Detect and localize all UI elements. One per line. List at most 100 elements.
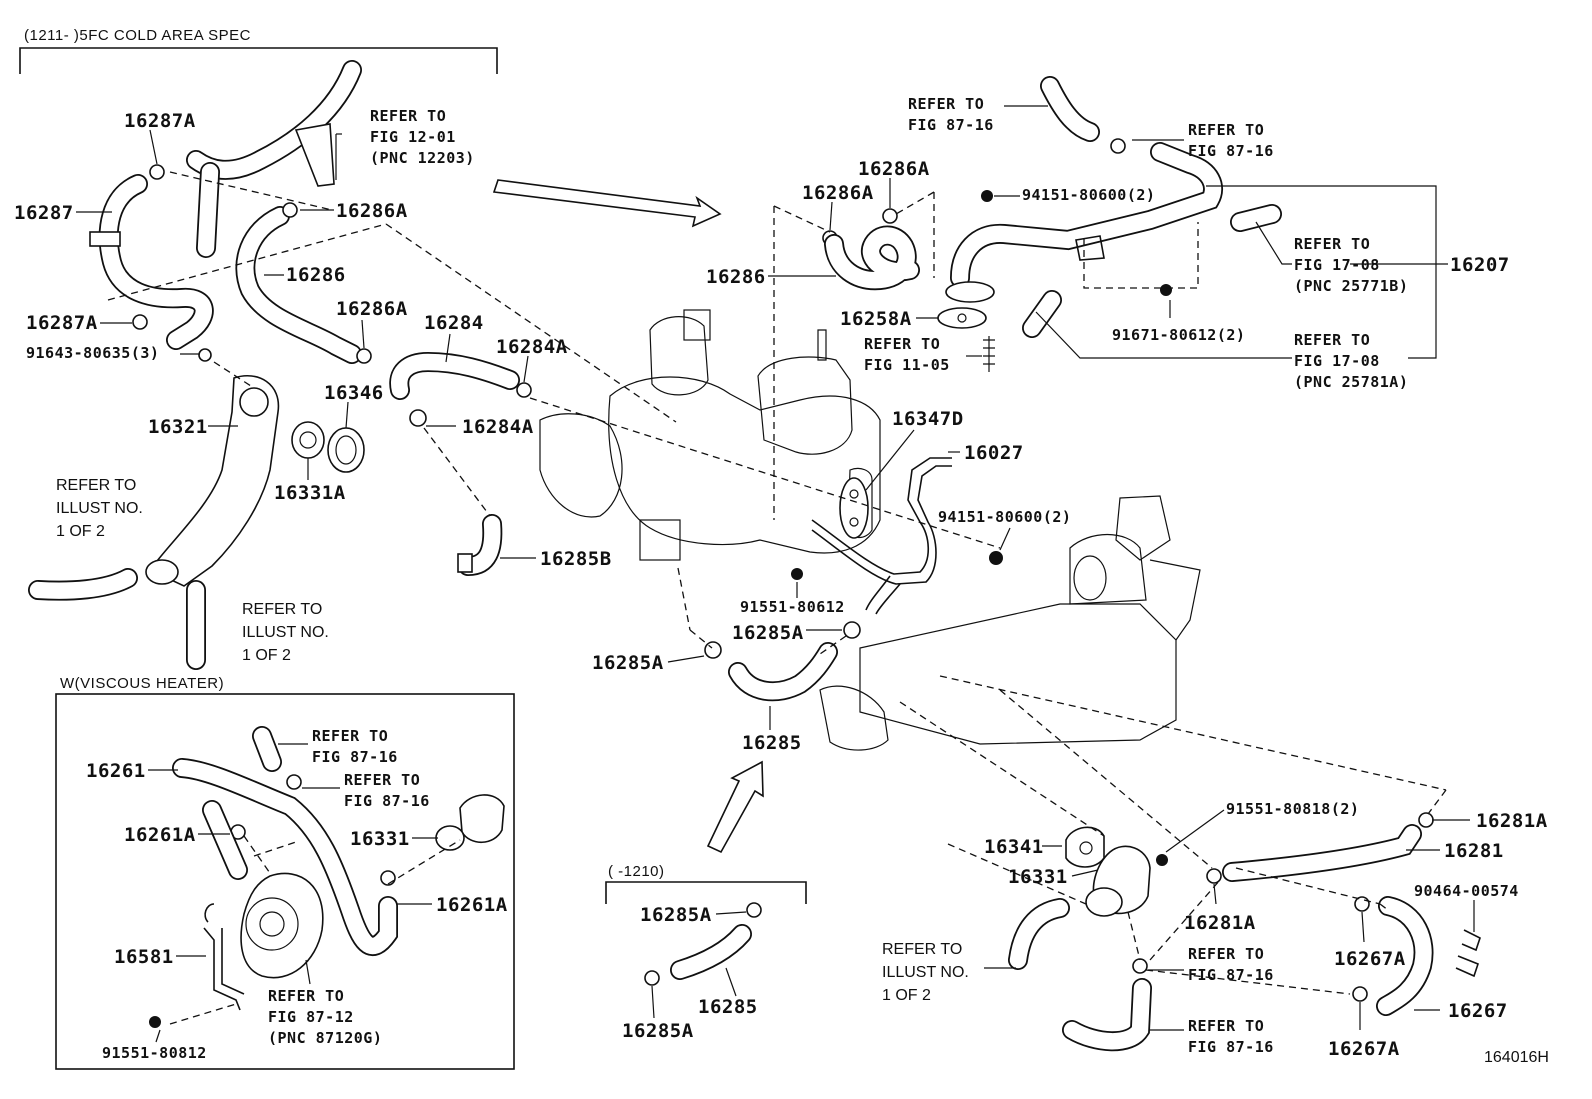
callout-94151-80600-mid: 94151-80600(2)	[938, 508, 1072, 526]
callout-16287A-bottom: 16287A	[26, 312, 98, 334]
callout-16331-heater: 16331	[350, 828, 410, 850]
callout-16261A-left: 16261A	[124, 824, 196, 846]
callout-16281A-bottom: 16281A	[1184, 912, 1256, 934]
callout-16285-small: 16285	[698, 996, 758, 1018]
prior-header: ( -1210)	[608, 863, 665, 880]
gasket-16347d	[839, 477, 869, 539]
callout-16281: 16281	[1444, 840, 1504, 862]
ref-fig-87-16-a: REFER TO FIG 87-16	[908, 95, 994, 134]
callout-16331A: 16331A	[274, 482, 346, 504]
illust-right: REFER TO ILLUST NO. 1 OF 2	[882, 941, 969, 1004]
callout-16286-right: 16286	[706, 266, 766, 288]
callout-94151-80600-top: 94151-80600(2)	[1022, 186, 1156, 204]
callout-16581: 16581	[114, 946, 174, 968]
callout-16285A-small-bottom: 16285A	[622, 1020, 694, 1042]
hose-16285-small	[670, 924, 752, 980]
hose-16284	[389, 351, 520, 400]
viscous-heater-unit	[240, 872, 324, 979]
pipe-16207	[945, 76, 1282, 338]
hose-16285-main	[728, 642, 838, 702]
leader-lines	[76, 105, 1475, 1043]
gasket-16346	[327, 427, 365, 473]
callout-16285A-small-top: 16285A	[640, 904, 712, 926]
callout-16286A-left: 16286A	[336, 200, 408, 222]
hose-illust-left-1	[28, 568, 138, 601]
arrow-upper	[492, 179, 722, 228]
callout-16284: 16284	[424, 312, 484, 334]
hose-16286-left	[235, 206, 362, 364]
callout-16284A-bottom: 16284A	[462, 416, 534, 438]
callout-16258A: 16258A	[840, 308, 912, 330]
dashed-lines	[107, 171, 1447, 1025]
callout-16285A-left: 16285A	[592, 652, 664, 674]
pipe-16285b	[457, 514, 503, 576]
callout-16331-right: 16331	[1008, 866, 1068, 888]
ref-fig-12-01: REFER TO FIG 12-01 (PNC 12203)	[370, 107, 475, 167]
callout-90464-00574: 90464-00574	[1414, 882, 1519, 900]
callout-16207: 16207	[1450, 254, 1510, 276]
ref-right-87-16-b: REFER TO FIG 87-16	[1188, 1017, 1274, 1056]
prior-bracket	[605, 881, 807, 904]
ref-fig-87-12: REFER TO FIG 87-12 (PNC 87120G)	[268, 987, 383, 1047]
arrow-lower	[706, 760, 764, 854]
ref-right-87-16-a: REFER TO FIG 87-16	[1188, 945, 1274, 984]
hose-16287	[89, 174, 214, 350]
hose-16286-right	[824, 225, 920, 291]
callout-16285A-upper: 16285A	[732, 622, 804, 644]
cold-area-bracket	[19, 47, 498, 74]
callout-16285-main: 16285	[742, 732, 802, 754]
clip-90464	[1455, 929, 1481, 978]
callout-16281A-top: 16281A	[1476, 810, 1548, 832]
callout-16267A-top: 16267A	[1334, 948, 1406, 970]
callout-16261: 16261	[86, 760, 146, 782]
callout-16267: 16267	[1448, 1000, 1508, 1022]
illust-left-1: REFER TO ILLUST NO. 1 OF 2	[56, 477, 143, 540]
callout-91551-80818: 91551-80818(2)	[1226, 800, 1360, 818]
callout-16286-left: 16286	[286, 264, 346, 286]
water-outlet-16331-heater	[435, 794, 505, 851]
hose-16261	[172, 726, 398, 956]
hose-16281	[1222, 824, 1422, 882]
callout-16027: 16027	[964, 442, 1024, 464]
gasket-16258a	[937, 307, 987, 329]
water-outlet-16331-right	[1085, 845, 1151, 917]
callout-16341: 16341	[984, 836, 1044, 858]
viscous-heater-box	[55, 693, 515, 1070]
callout-16286A-mid: 16286A	[336, 298, 408, 320]
bolts	[149, 190, 1172, 1028]
ref-fig-87-16-b: REFER TO FIG 87-16	[1188, 121, 1274, 160]
ref-fig-11-05: REFER TO FIG 11-05	[864, 335, 950, 374]
ref-heater-87-16-b: REFER TO FIG 87-16	[344, 771, 430, 810]
hose-16267	[1376, 896, 1434, 1016]
callout-16285B: 16285B	[540, 548, 612, 570]
engine-block	[539, 309, 881, 561]
ref-fig-17-08-b: REFER TO FIG 17-08 (PNC 25781A)	[1294, 331, 1409, 391]
callout-16346: 16346	[324, 382, 384, 404]
gasket-16341	[1065, 826, 1105, 868]
water-outlet-pipe-16207-left	[186, 60, 362, 258]
callout-16267A-bottom: 16267A	[1328, 1038, 1400, 1060]
water-inlet-16321	[145, 374, 280, 587]
callout-16261A-right: 16261A	[436, 894, 508, 916]
callout-16321: 16321	[148, 416, 208, 438]
callout-16284A-top: 16284A	[496, 336, 568, 358]
ref-fig-17-08-a: REFER TO FIG 17-08 (PNC 25771B)	[1294, 235, 1409, 295]
cold-area-header: (1211- )5FC COLD AREA SPEC	[24, 27, 251, 44]
pipe-16027	[811, 457, 952, 615]
thermostat-16331a	[291, 421, 325, 459]
hose-illust-right	[1008, 898, 1152, 1052]
callout-91643-80635: 91643-80635(3)	[26, 344, 160, 362]
callout-91671-80612: 91671-80612(2)	[1112, 326, 1246, 344]
callout-16347D: 16347D	[892, 408, 964, 430]
callout-91551-80612: 91551-80612	[740, 598, 845, 616]
callout-16286A-right-1: 16286A	[858, 158, 930, 180]
figure-number: 164016H	[1484, 1049, 1549, 1066]
callout-16287: 16287	[14, 202, 74, 224]
bracket-16581	[203, 903, 245, 1011]
callout-91551-80812: 91551-80812	[102, 1044, 207, 1062]
callout-16286A-right-2: 16286A	[802, 182, 874, 204]
illust-left-2: REFER TO ILLUST NO. 1 OF 2	[242, 601, 329, 664]
ref-heater-87-16-a: REFER TO FIG 87-16	[312, 727, 398, 766]
